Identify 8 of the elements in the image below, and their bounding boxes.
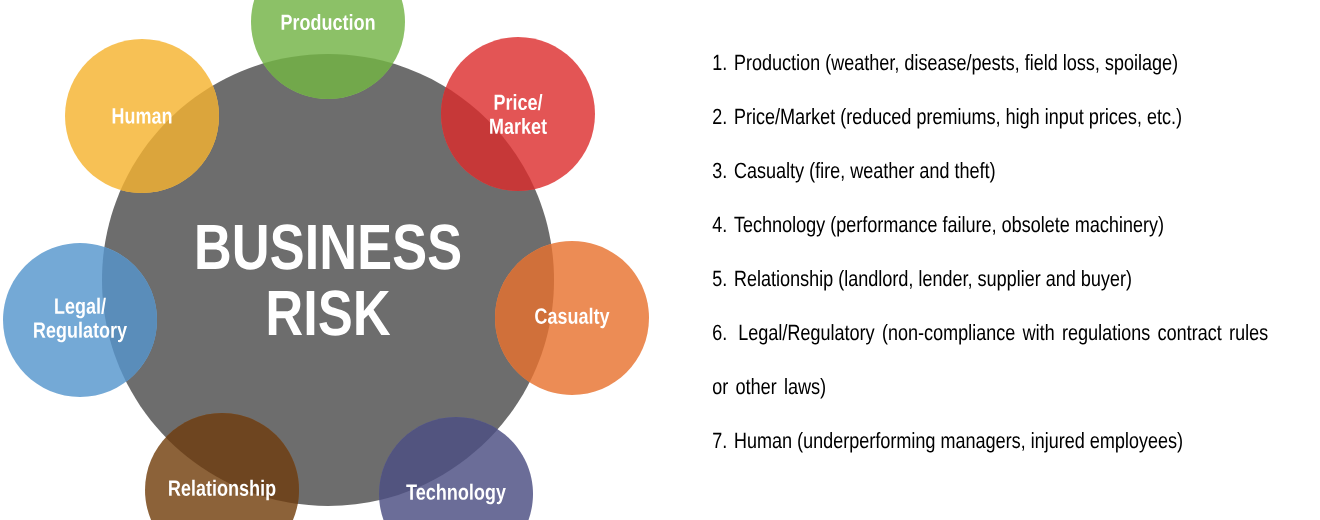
list-item: 7. Human (underperforming managers, injured employees) xyxy=(713,432,1182,453)
list-item: 1. Production (weather, disease/pests, field loss, spoilage) xyxy=(713,54,1177,75)
list-item: 5. Relationship (landlord, lender, supplier and buyer) xyxy=(712,270,1131,291)
list-item: 6. Legal/Regulatory (non-compliance with regulations contract rules or other laws) xyxy=(712,324,1268,399)
node-label: Production xyxy=(281,13,375,31)
list-item: 2. Price/Market (reduced premiums, high input prices, etc.) xyxy=(713,108,1181,129)
list-item: 4. Technology (performance failure, obsolete machinery) xyxy=(712,216,1163,237)
list-item: 3. Casualty (fire, weather and theft) xyxy=(712,162,995,183)
